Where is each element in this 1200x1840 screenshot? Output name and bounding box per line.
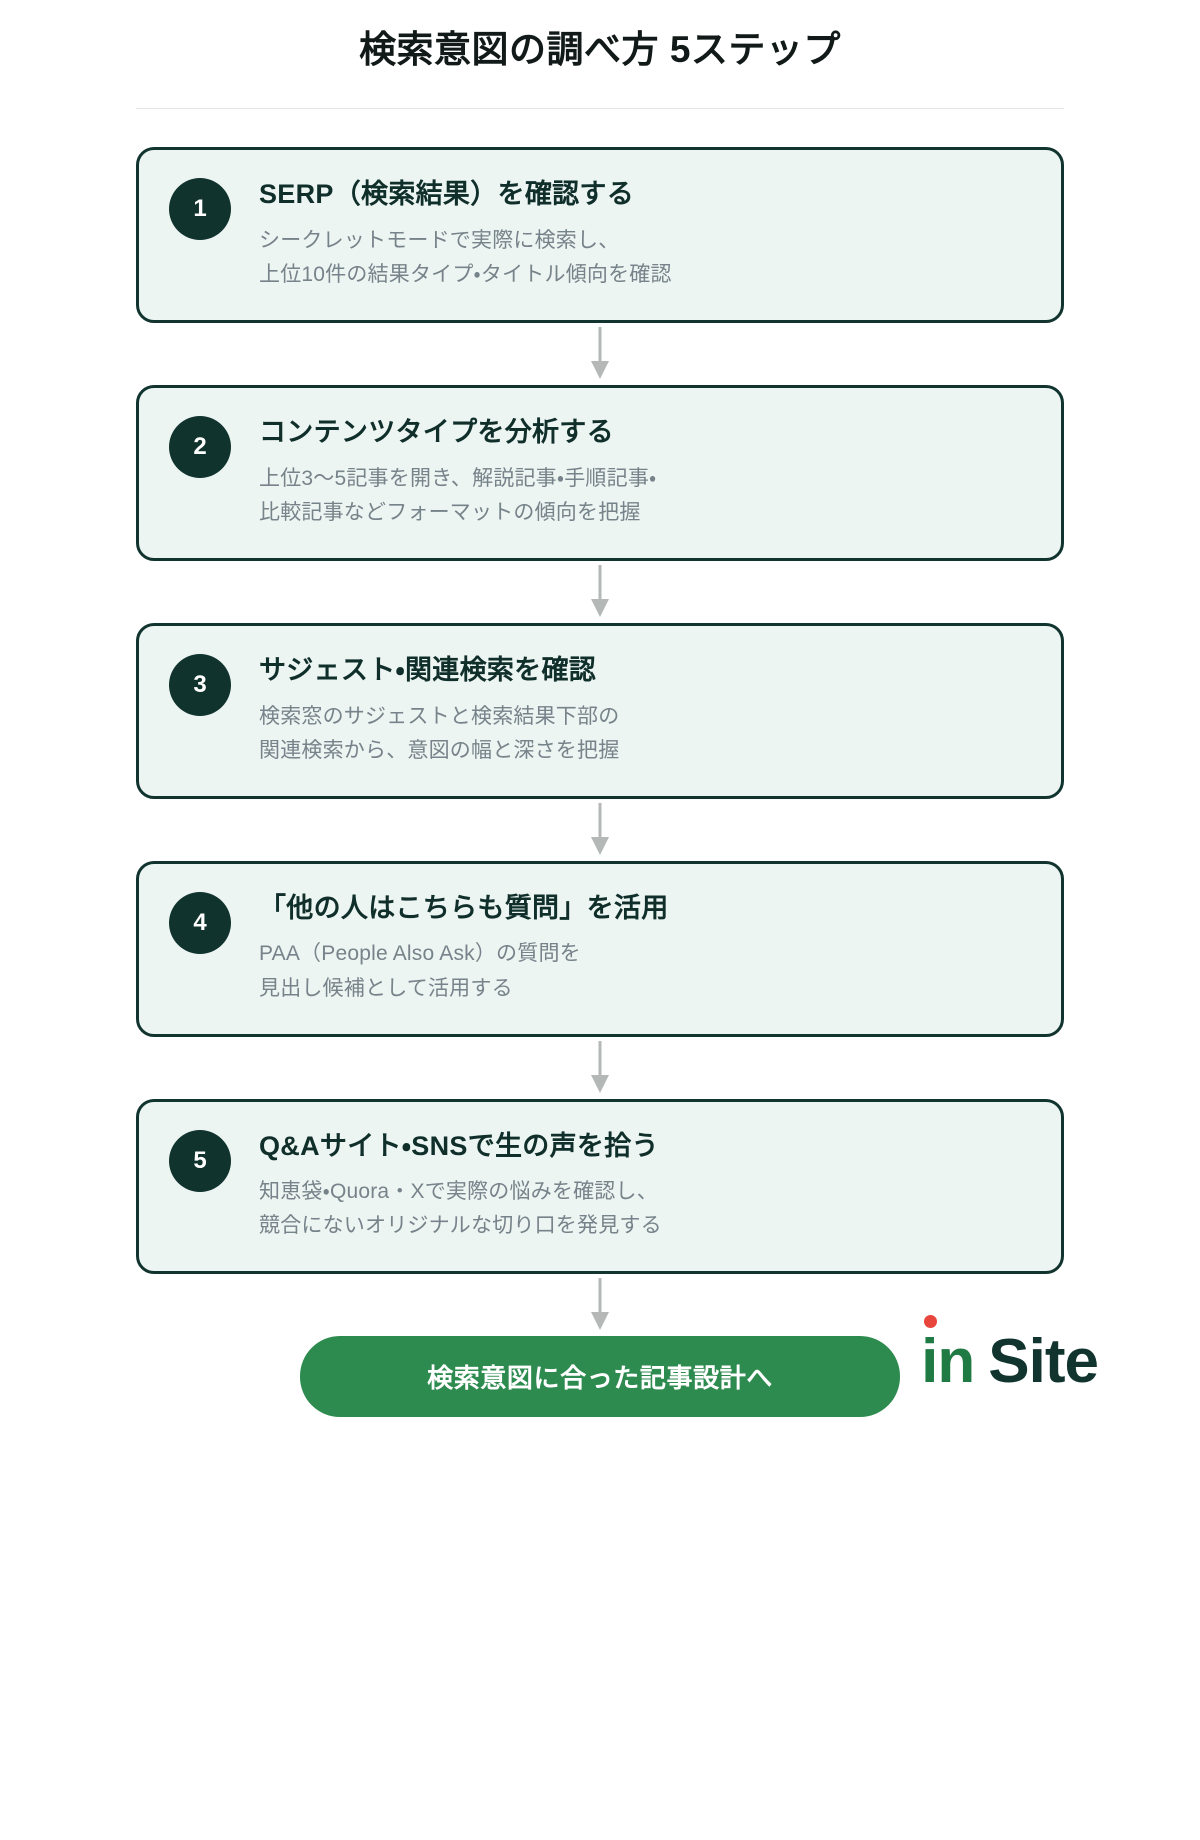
step-description-line: 上位3〜5記事を開き、解説記事・手順記事・ xyxy=(259,466,657,490)
connector-arrow-4 xyxy=(136,1037,1064,1099)
step-number-badge: 4 xyxy=(169,891,231,954)
step-description-line: 知恵袋・Quora・Xで実際の悩みを確認し、 xyxy=(259,1180,658,1204)
cta-button[interactable]: 検索意図に合った記事設計へ xyxy=(300,1336,900,1418)
steps-list: 1 SERP（検索結果）を確認する シークレットモードで実際に検索し、 上位10… xyxy=(88,147,1112,1418)
arrow-down-icon xyxy=(591,1278,609,1331)
cta-container: 検索意図に合った記事設計へ xyxy=(136,1336,1064,1418)
arrow-down-icon xyxy=(591,564,609,617)
logo-dot-icon xyxy=(924,1315,938,1329)
step-description-line: 検索窓のサジェストと検索結果下部の xyxy=(259,704,620,728)
step-description-line: 競合にないオリジナルな切り口を発見する xyxy=(259,1214,662,1238)
header: 検索意図の調べ方 5ステップ xyxy=(88,0,1112,110)
brand-logo: in Site xyxy=(921,1315,1099,1397)
step-content: SERP（検索結果）を確認する シークレットモードで実際に検索し、 上位10件の… xyxy=(231,176,672,292)
step-card-4[interactable]: 4 「他の人はこちらも質問」を活用 PAA（People Also Ask）の質… xyxy=(136,860,1064,1037)
step-content: Q&Aサイト・SNSで生の声を拾う 知恵袋・Quora・Xで実際の悩みを確認し、… xyxy=(231,1128,662,1244)
step-card-2[interactable]: 2 コンテンツタイプを分析する 上位3〜5記事を開き、解説記事・手順記事・ 比較… xyxy=(136,385,1064,561)
step-number-badge: 5 xyxy=(169,1129,231,1192)
step-description-line: PAA（People Also Ask）の質問を xyxy=(259,942,581,966)
step-number-badge: 1 xyxy=(169,178,231,241)
arrow-down-icon xyxy=(591,327,609,380)
step-card-3[interactable]: 3 サジェスト・関連検索を確認 検索窓のサジェストと検索結果下部の 関連検索から… xyxy=(136,622,1064,799)
step-description: 検索窓のサジェストと検索結果下部の 関連検索から、意図の幅と深さを把握 xyxy=(259,700,619,768)
step-description-line: 見出し候補として活用する xyxy=(259,976,513,1000)
title-divider xyxy=(136,108,1064,110)
connector-arrow-5 xyxy=(136,1274,1064,1336)
logo-site-label: Site xyxy=(988,1327,1099,1397)
step-description: 知恵袋・Quora・Xで実際の悩みを確認し、 競合にないオリジナルな切り口を発見… xyxy=(259,1175,662,1243)
step-description-line: 関連検索から、意図の幅と深さを把握 xyxy=(259,738,620,762)
step-description: 上位3〜5記事を開き、解説記事・手順記事・ 比較記事などフォーマットの傾向を把握 xyxy=(259,462,656,530)
logo-in-label: in xyxy=(921,1327,975,1397)
step-content: コンテンツタイプを分析する 上位3〜5記事を開き、解説記事・手順記事・ 比較記事… xyxy=(231,414,656,530)
page-title: 検索意図の調べ方 5ステップ xyxy=(359,29,841,70)
arrow-down-icon xyxy=(591,802,609,855)
step-title: SERP（検索結果）を確認する xyxy=(259,179,635,210)
step-card-5[interactable]: 5 Q&Aサイト・SNSで生の声を拾う 知恵袋・Quora・Xで実際の悩みを確認… xyxy=(136,1098,1064,1275)
step-description: シークレットモードで実際に検索し、 上位10件の結果タイプ・タイトル傾向を確認 xyxy=(259,224,672,292)
connector-arrow-1 xyxy=(136,323,1064,385)
step-number-badge: 3 xyxy=(169,653,231,716)
step-title: サジェスト・関連検索を確認 xyxy=(259,654,597,685)
step-description-line: シークレットモードで実際に検索し、 xyxy=(259,229,620,253)
step-title: Q&Aサイト・SNSで生の声を拾う xyxy=(259,1130,659,1161)
step-content: 「他の人はこちらも質問」を活用 PAA（People Also Ask）の質問を… xyxy=(231,890,669,1006)
connector-arrow-2 xyxy=(136,561,1064,623)
step-title: コンテンツタイプを分析する xyxy=(259,417,614,448)
infographic-page: 検索意図の調べ方 5ステップ 1 SERP（検索結果）を確認する シークレットモ… xyxy=(88,0,1112,1418)
step-title: 「他の人はこちらも質問」を活用 xyxy=(259,892,669,923)
logo-in-text: in xyxy=(921,1315,975,1393)
connector-arrow-3 xyxy=(136,799,1064,861)
step-description-line: 上位10件の結果タイプ・タイトル傾向を確認 xyxy=(259,263,672,287)
step-content: サジェスト・関連検索を確認 検索窓のサジェストと検索結果下部の 関連検索から、意… xyxy=(231,652,619,768)
arrow-down-icon xyxy=(591,1040,609,1093)
step-description: PAA（People Also Ask）の質問を 見出し候補として活用する xyxy=(259,937,669,1005)
step-card-1[interactable]: 1 SERP（検索結果）を確認する シークレットモードで実際に検索し、 上位10… xyxy=(136,147,1064,324)
step-description-line: 比較記事などフォーマットの傾向を把握 xyxy=(259,500,641,524)
step-number-badge: 2 xyxy=(169,416,231,479)
